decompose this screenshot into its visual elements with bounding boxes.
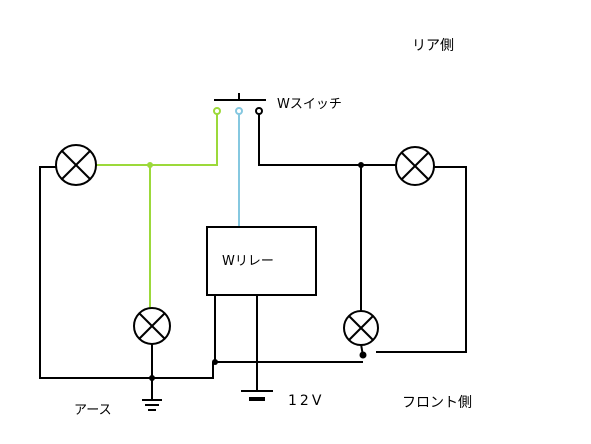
label-rear-side: リア側 (412, 38, 454, 54)
wire-switch-black (258, 114, 400, 166)
switch-terminal-black (255, 107, 263, 115)
label-front-side: フロント側 (402, 395, 472, 411)
label-w-switch: Wスイッチ (277, 97, 342, 112)
lamp-rear-left (55, 144, 97, 186)
junction-right-top (358, 162, 364, 168)
junction-green (147, 162, 153, 168)
junction-ground (149, 375, 155, 381)
junction-dots (147, 162, 367, 381)
label-12v: 12V (288, 393, 324, 409)
w-switch (213, 93, 266, 115)
junction-front-right (359, 351, 367, 359)
ground-symbol (142, 399, 162, 411)
switch-terminal-blue (235, 107, 243, 115)
wire-left-outer (39, 166, 214, 379)
lamp-rear-right (395, 146, 435, 186)
lamp-front-left (133, 307, 171, 345)
green-wires (96, 114, 218, 310)
supply-12v-symbol (241, 390, 273, 401)
lamp-front-right (343, 310, 379, 346)
junction-relay-bus (212, 359, 218, 365)
wire-green-switch (96, 114, 218, 166)
switch-terminal-green (213, 107, 221, 115)
wire-right-outer (376, 166, 467, 353)
w-relay-box (206, 226, 317, 296)
label-ground: アース (74, 403, 112, 418)
black-wires (39, 114, 467, 400)
label-w-relay: Wリレー (222, 254, 274, 269)
